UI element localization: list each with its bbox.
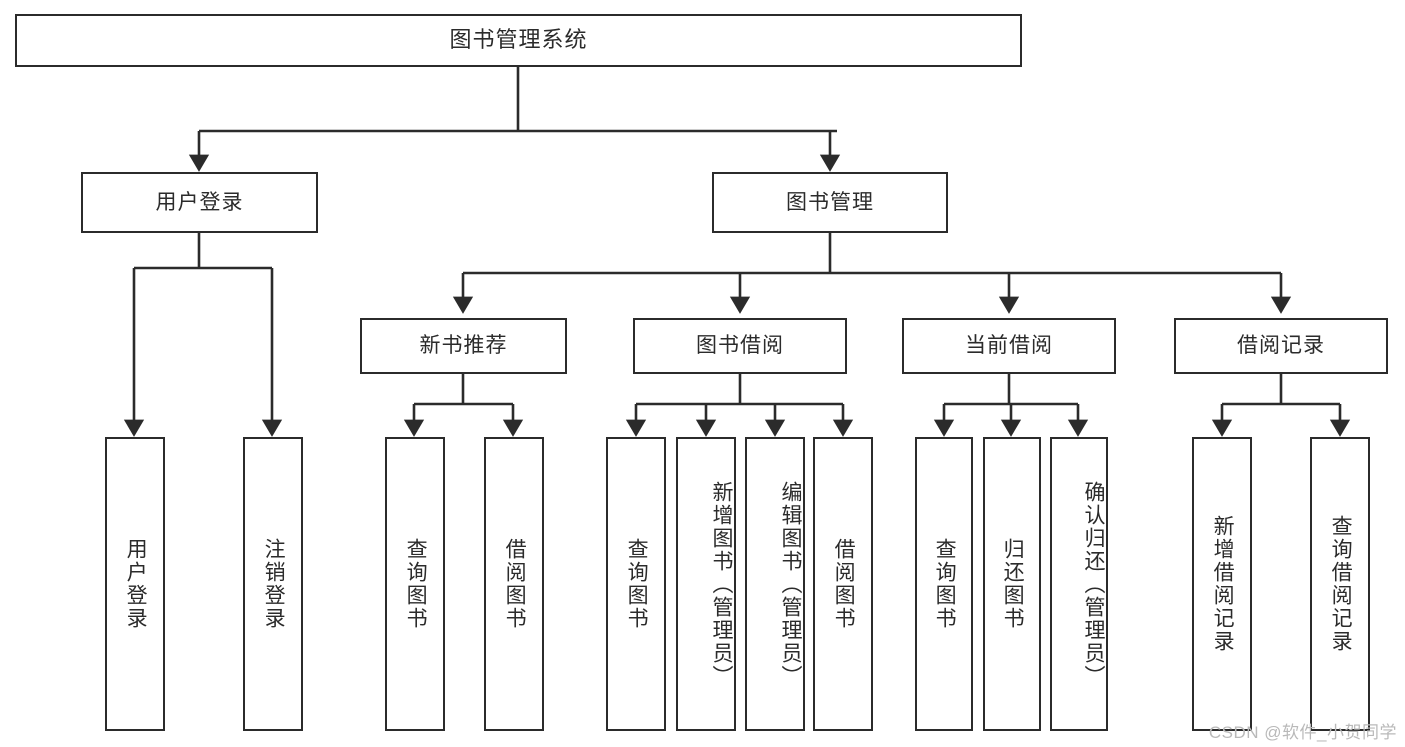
leaf-borrow-book[interactable]: 借阅图书 bbox=[813, 437, 873, 731]
node-new-book-recommend[interactable]: 新书推荐 bbox=[360, 318, 567, 374]
leaf-add-book-admin[interactable]: 新增图书（管理员） bbox=[676, 437, 736, 731]
leaf-confirm-return-admin[interactable]: 确认归还（管理员） bbox=[1050, 437, 1108, 731]
node-book-borrow[interactable]: 图书借阅 bbox=[633, 318, 847, 374]
leaf-label: 确认归还（管理员） bbox=[1082, 480, 1105, 688]
leaf-edit-book-admin[interactable]: 编辑图书（管理员） bbox=[745, 437, 805, 731]
leaf-label: 借阅图书 bbox=[503, 538, 527, 630]
leaf-logout[interactable]: 注销登录 bbox=[243, 437, 303, 731]
leaf-query-borrow-record[interactable]: 查询借阅记录 bbox=[1310, 437, 1370, 731]
leaf-query-book-current[interactable]: 查询图书 bbox=[915, 437, 973, 731]
leaf-borrow-book-newbook[interactable]: 借阅图书 bbox=[484, 437, 544, 731]
leaf-label: 查询图书 bbox=[933, 538, 957, 630]
leaf-label: 查询借阅记录 bbox=[1329, 515, 1353, 653]
node-borrow-record[interactable]: 借阅记录 bbox=[1174, 318, 1388, 374]
leaf-label: 借阅图书 bbox=[832, 538, 856, 630]
leaf-label: 新增图书（管理员） bbox=[710, 480, 733, 688]
leaf-return-book[interactable]: 归还图书 bbox=[983, 437, 1041, 731]
leaf-label: 查询图书 bbox=[404, 538, 428, 630]
node-user-login[interactable]: 用户登录 bbox=[81, 172, 318, 233]
node-book-management[interactable]: 图书管理 bbox=[712, 172, 948, 233]
leaf-label: 编辑图书（管理员） bbox=[779, 480, 802, 688]
leaf-label: 新增借阅记录 bbox=[1211, 515, 1235, 653]
leaf-add-borrow-record[interactable]: 新增借阅记录 bbox=[1192, 437, 1252, 731]
csdn-watermark: CSDN @软件_小贺同学 bbox=[1208, 723, 1397, 742]
leaf-label: 归还图书 bbox=[1001, 538, 1025, 630]
leaf-user-login[interactable]: 用户登录 bbox=[105, 437, 165, 731]
node-current-borrow[interactable]: 当前借阅 bbox=[902, 318, 1116, 374]
leaf-label: 用户登录 bbox=[124, 538, 148, 630]
leaf-label: 注销登录 bbox=[262, 538, 286, 630]
leaf-label: 查询图书 bbox=[625, 538, 649, 630]
leaf-query-book-borrow[interactable]: 查询图书 bbox=[606, 437, 666, 731]
node-root-system[interactable]: 图书管理系统 bbox=[15, 14, 1022, 67]
leaf-query-book-newbook[interactable]: 查询图书 bbox=[385, 437, 445, 731]
